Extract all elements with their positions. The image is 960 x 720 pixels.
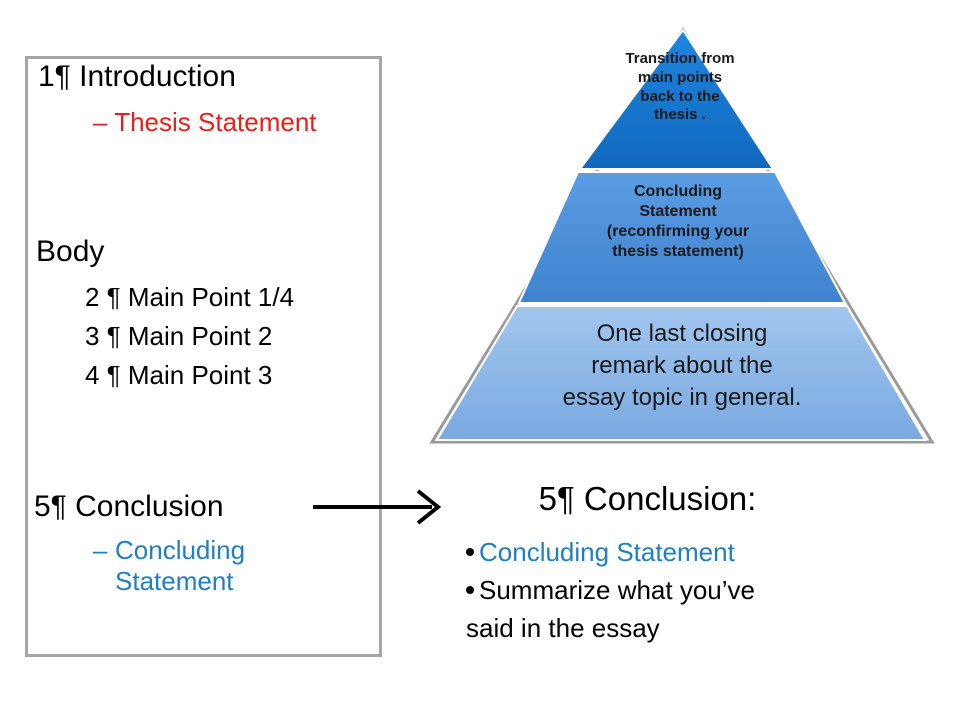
bullet-icon: [466, 586, 474, 595]
main-point-3: 4 ¶ Main Point 3: [85, 360, 273, 390]
arrow-head: [416, 489, 442, 525]
conclusion-bullets: Concluding Statement Summarize what you’…: [466, 533, 866, 647]
concluding-label-line2: Statement: [115, 566, 234, 596]
pyramid-top-text: Transition from main points back to the …: [625, 50, 735, 124]
concluding-label-line1: Concluding: [115, 535, 246, 565]
pyramid-top-tier: [578, 28, 775, 170]
pyramid-bottom-text: One last closing remark about the essay …: [562, 320, 802, 411]
concluding-dash: –: [93, 535, 108, 565]
pyramid-middle-text: Concluding Statement (reconfirming your …: [606, 183, 750, 260]
main-point-1: 2 ¶ Main Point 1/4: [85, 282, 295, 312]
body-label: Body: [36, 235, 105, 268]
pyramid-middle-tier: [517, 171, 847, 304]
conclusion-panel-title: 5¶ Conclusion:: [538, 480, 757, 517]
bullet-summarize: Summarize what you’ve: [466, 571, 866, 609]
outline-box: [25, 56, 382, 657]
main-point-2: 3 ¶ Main Point 2: [85, 321, 273, 351]
conclusion-label: 5¶ Conclusion: [34, 490, 224, 523]
bullet-summarize-continued: said in the essay: [466, 613, 660, 643]
thesis-statement-label: – Thesis Statement: [93, 107, 317, 137]
pyramid-bottom-tier: [435, 305, 927, 441]
bullet-concluding-statement: Concluding Statement: [466, 533, 866, 571]
intro-label: 1¶ Introduction: [38, 60, 236, 93]
bullet-icon: [466, 548, 474, 557]
